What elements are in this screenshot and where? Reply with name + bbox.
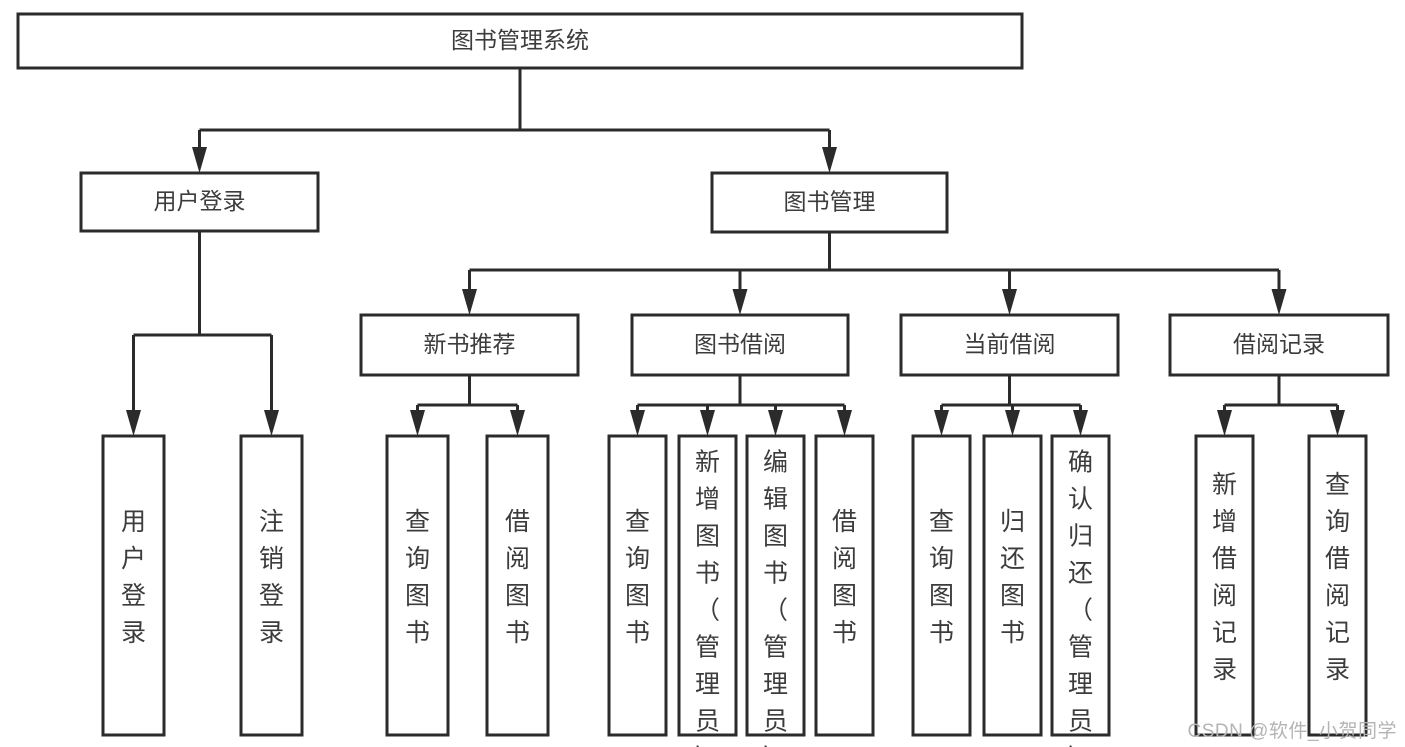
- node-label: 新书推荐: [424, 331, 516, 357]
- node-box: [982, 434, 1043, 737]
- node-leaf-user-login[interactable]: 用户登录: [101, 434, 166, 737]
- connector-group: [410, 375, 525, 436]
- arrow-head: [1271, 289, 1287, 315]
- node-leaf-add-book[interactable]: 新增图书（管理员）: [677, 434, 738, 747]
- arrow-head: [1002, 289, 1017, 315]
- arrow-head: [126, 410, 141, 436]
- node-box: [239, 434, 304, 737]
- node-box: [359, 313, 580, 377]
- node-label: 新增借阅记录: [1212, 471, 1237, 684]
- node-box: [677, 434, 738, 737]
- node-leaf-query-borrow-record[interactable]: 查询借阅记录: [1307, 434, 1368, 737]
- node-box: [1194, 434, 1255, 737]
- node-box: [814, 434, 875, 737]
- arrow-head: [700, 410, 715, 436]
- node-current-borrow[interactable]: 当前借阅: [899, 313, 1120, 377]
- node-box: [710, 171, 949, 234]
- connector-group: [462, 232, 1287, 315]
- arrow-head: [264, 410, 279, 436]
- node-root[interactable]: 图书管理系统: [16, 12, 1024, 70]
- node-label: 查询借阅记录: [1325, 471, 1350, 684]
- node-box: [745, 434, 806, 737]
- arrow-head: [192, 147, 207, 173]
- node-book-borrow[interactable]: 图书借阅: [630, 313, 850, 377]
- arrow-head: [837, 410, 852, 436]
- node-label: 新增图书（管理员）: [695, 449, 720, 747]
- node-leaf-edit-book[interactable]: 编辑图书（管理员）: [745, 434, 806, 747]
- node-box: [607, 434, 668, 737]
- node-new-book-recommend[interactable]: 新书推荐: [359, 313, 580, 377]
- node-box: [1307, 434, 1368, 737]
- connector-group: [630, 375, 852, 436]
- node-box: [385, 434, 450, 737]
- node-label: 查询图书: [625, 508, 650, 647]
- node-leaf-query-book-2[interactable]: 查询图书: [607, 434, 668, 737]
- arrow-head: [510, 410, 525, 436]
- arrow-head: [1330, 410, 1345, 436]
- arrow-head: [1217, 410, 1232, 436]
- arrow-head: [822, 147, 837, 173]
- node-borrow-record[interactable]: 借阅记录: [1168, 313, 1390, 377]
- node-label: 图书管理: [784, 189, 876, 215]
- node-label: 归还图书: [1000, 508, 1025, 647]
- node-box: [101, 434, 166, 737]
- watermark-label: CSDN @软件_小贺同学: [1187, 721, 1397, 742]
- arrow-head: [768, 410, 783, 436]
- node-leaf-query-book-1[interactable]: 查询图书: [385, 434, 450, 737]
- node-box: [899, 313, 1120, 377]
- connector-group: [192, 68, 837, 173]
- node-leaf-user-logout[interactable]: 注销登录: [239, 434, 304, 737]
- node-leaf-return-book[interactable]: 归还图书: [982, 434, 1043, 737]
- node-leaf-query-book-3[interactable]: 查询图书: [911, 434, 972, 737]
- node-box: [1050, 434, 1111, 737]
- node-label: 查询图书: [929, 508, 954, 647]
- node-box: [16, 12, 1024, 70]
- arrow-head: [1073, 410, 1088, 436]
- node-label: 编辑图书（管理员）: [763, 449, 788, 747]
- node-label: 用户登录: [154, 188, 246, 214]
- node-label: 查询图书: [405, 508, 430, 647]
- node-box: [485, 434, 550, 737]
- node-book-management[interactable]: 图书管理: [710, 171, 949, 234]
- node-user-login[interactable]: 用户登录: [79, 171, 320, 233]
- node-leaf-confirm-return[interactable]: 确认归还（管理员）: [1050, 434, 1111, 747]
- edges-layer: [126, 68, 1345, 436]
- node-box: [911, 434, 972, 737]
- node-leaf-add-borrow-record[interactable]: 新增借阅记录: [1194, 434, 1255, 737]
- connector-group: [126, 231, 279, 436]
- arrow-head: [1005, 410, 1020, 436]
- arrow-head: [934, 410, 949, 436]
- arrow-head: [462, 289, 477, 315]
- node-box: [1168, 313, 1390, 377]
- node-label: 当前借阅: [964, 331, 1056, 357]
- node-label: 确认归还（管理员）: [1068, 449, 1093, 747]
- connector-group: [1217, 375, 1345, 436]
- nodes-layer: 图书管理系统用户登录图书管理新书推荐图书借阅当前借阅借阅记录用户登录注销登录查询…: [16, 12, 1390, 747]
- arrow-head: [410, 410, 425, 436]
- node-leaf-borrow-book-1[interactable]: 借阅图书: [485, 434, 550, 737]
- node-leaf-borrow-book-2[interactable]: 借阅图书: [814, 434, 875, 737]
- node-label: 借阅图书: [505, 508, 530, 647]
- node-label: 图书管理系统: [451, 27, 589, 53]
- node-box: [630, 313, 850, 377]
- node-label: 用户登录: [121, 508, 146, 647]
- arrow-head: [630, 410, 645, 436]
- node-label: 注销登录: [259, 508, 284, 647]
- node-label: 借阅记录: [1233, 331, 1325, 357]
- arrow-head: [732, 289, 748, 315]
- node-label: 借阅图书: [832, 508, 857, 647]
- node-label: 图书借阅: [694, 331, 786, 357]
- connector-group: [934, 375, 1088, 436]
- node-box: [79, 171, 320, 233]
